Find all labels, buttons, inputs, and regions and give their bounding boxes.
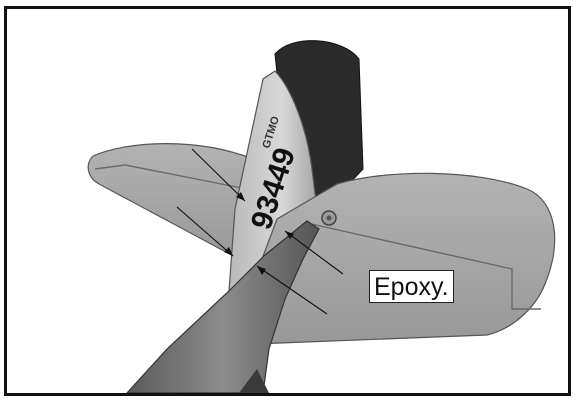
- left-stabilizer: [88, 144, 255, 259]
- epoxy-callout-label: Epoxy.: [369, 270, 454, 303]
- figure-frame: GTMO 93449: [4, 6, 571, 396]
- tail-assembly-photo: GTMO 93449: [7, 9, 568, 393]
